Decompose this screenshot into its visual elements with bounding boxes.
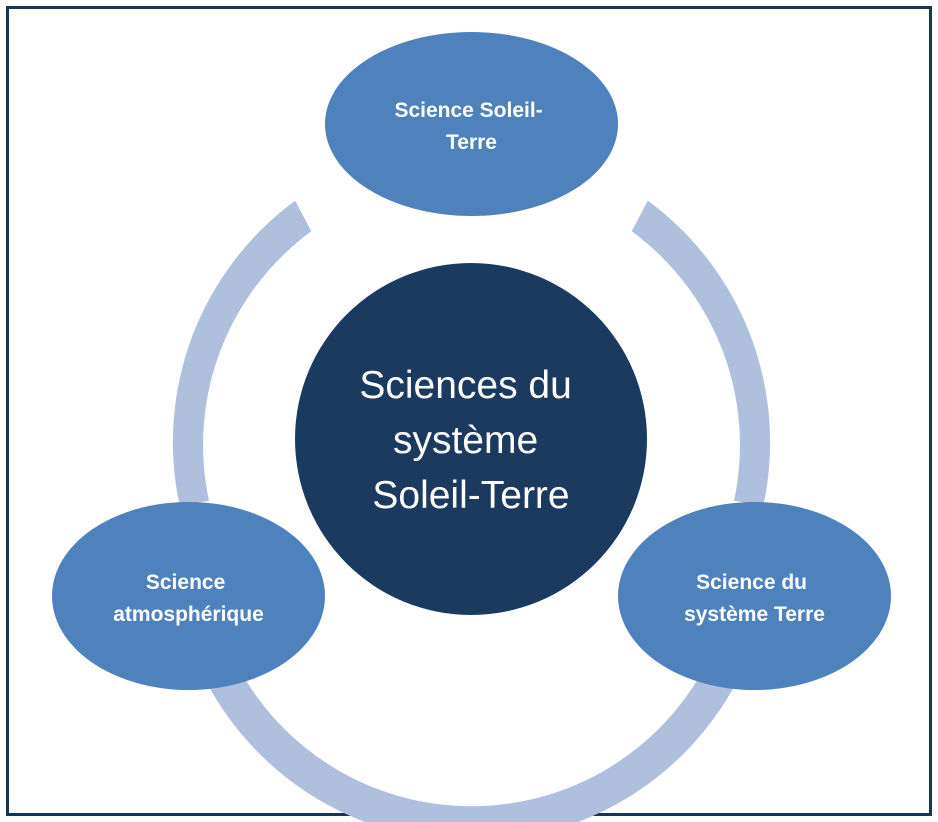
node-science-soleil-terre[interactable]: Science Soleil- Terre: [325, 32, 618, 216]
node-science-atmospherique-shape: [52, 502, 325, 690]
node-science-atmospherique-label: Science atmosphérique: [113, 571, 264, 626]
node-science-systeme-terre-label: Science du système Terre: [684, 571, 825, 626]
center-node[interactable]: Sciences du système Soleil-Terre: [295, 263, 647, 615]
node-science-soleil-terre-shape: [325, 32, 618, 216]
node-science-systeme-terre[interactable]: Science du système Terre: [618, 502, 891, 690]
center-node-shape: [295, 263, 647, 615]
node-science-systeme-terre-shape: [618, 502, 891, 690]
center-node-label: Sciences du système Soleil-Terre: [359, 364, 582, 517]
arc-bottom[interactable]: [206, 664, 737, 822]
node-science-soleil-terre-label: Science Soleil- Terre: [394, 99, 548, 154]
arc-top-right[interactable]: [631, 200, 771, 506]
arc-top-left[interactable]: [172, 200, 312, 506]
node-science-atmospherique[interactable]: Science atmosphérique: [52, 502, 325, 690]
arc-group: [172, 200, 771, 822]
